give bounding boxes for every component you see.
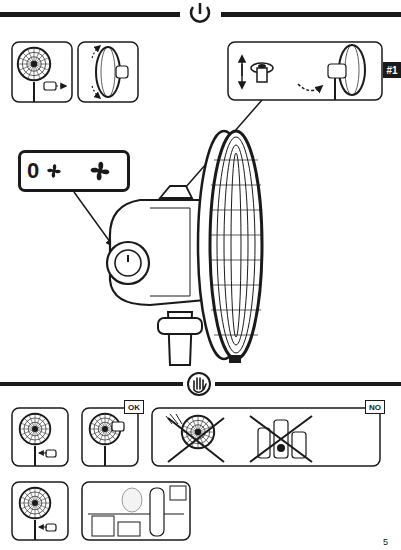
grill-ring xyxy=(217,137,255,353)
step-panel xyxy=(12,482,68,540)
motion-arrow xyxy=(56,85,66,86)
speed-icon-high xyxy=(91,162,110,181)
oscillation-knob xyxy=(257,68,267,82)
fan-stored xyxy=(150,488,164,536)
motion-arrow xyxy=(298,84,322,91)
grill-rib xyxy=(210,160,262,335)
speed-dial xyxy=(115,250,141,276)
step-panel xyxy=(82,482,190,540)
prohibit-cross xyxy=(168,418,224,462)
panel-frame xyxy=(82,482,190,540)
motor xyxy=(328,64,346,78)
hand xyxy=(116,66,128,78)
panel-frame xyxy=(228,42,382,100)
storage-box xyxy=(118,522,140,536)
plug xyxy=(46,524,56,531)
panel-frame xyxy=(12,42,72,102)
no-tag: NO xyxy=(365,400,385,414)
section-divider xyxy=(0,373,401,395)
fan-stored xyxy=(122,488,142,512)
fan-front xyxy=(18,48,50,80)
fan-pole xyxy=(104,446,106,466)
fan-pole xyxy=(33,82,35,102)
section-divider xyxy=(0,3,401,22)
grill-ring xyxy=(231,153,241,337)
fan-pole xyxy=(34,446,36,466)
motion-arrow xyxy=(39,527,47,528)
step-panel xyxy=(82,408,138,466)
speed-dial xyxy=(107,242,149,284)
step-panel xyxy=(12,408,68,466)
speed-setting-box: 0 xyxy=(18,150,130,192)
fan-front xyxy=(20,414,51,445)
panel-frame xyxy=(12,482,68,540)
ok-tag: OK xyxy=(124,400,144,414)
page-number: 5 xyxy=(383,537,388,547)
chemical-bottle xyxy=(292,432,306,458)
panel-frame xyxy=(78,42,138,102)
step-panel xyxy=(228,42,382,100)
grill-ring xyxy=(224,145,248,345)
speed-icon-low xyxy=(47,164,60,177)
node-text: #1 xyxy=(386,65,397,76)
step-panel xyxy=(12,42,72,102)
node-text: OK xyxy=(128,403,140,412)
fan-grill xyxy=(101,47,115,97)
divider-bar xyxy=(0,12,180,17)
motor-housing xyxy=(110,200,205,305)
fan-grill-front xyxy=(210,131,262,359)
leader-arrow xyxy=(74,192,113,246)
housing-line xyxy=(150,208,190,296)
divider-bar xyxy=(215,382,401,386)
care-icon xyxy=(194,378,206,392)
storage-box xyxy=(92,516,114,536)
knob-top xyxy=(258,64,266,68)
care-icon xyxy=(188,373,210,395)
panel-frame xyxy=(12,408,68,466)
storage-icon xyxy=(170,486,186,500)
prohibit-cross xyxy=(250,416,312,462)
motion-arrow xyxy=(92,46,100,58)
plug xyxy=(44,82,56,90)
node-text: 0 xyxy=(27,158,39,184)
panel-frame xyxy=(82,408,138,466)
fan-grill xyxy=(345,45,359,95)
node-text: NO xyxy=(369,403,381,412)
dial-pointer xyxy=(127,255,129,262)
prohibit-cross xyxy=(250,416,312,462)
motion-arrow xyxy=(241,64,242,88)
motion-arrow xyxy=(92,86,100,98)
motion-arrow xyxy=(39,453,47,454)
fan-pole xyxy=(334,78,336,100)
fan-main xyxy=(107,131,262,365)
panel-frame xyxy=(152,408,380,466)
cloth xyxy=(112,422,124,431)
grill-clip xyxy=(229,355,241,363)
step-panel xyxy=(78,42,138,102)
oscillation-knob xyxy=(160,186,192,198)
divider-bar xyxy=(221,12,401,17)
divider-bar xyxy=(0,382,183,386)
pole-clamp xyxy=(158,318,202,334)
power-icon xyxy=(199,3,202,14)
plug xyxy=(46,450,56,457)
fan-front xyxy=(20,488,51,519)
step-panel xyxy=(152,408,380,466)
fan-pole xyxy=(34,520,36,540)
hazard-symbol xyxy=(277,444,285,452)
shelf xyxy=(88,513,184,514)
prohibit-cross xyxy=(168,418,224,462)
page-tab: #1 xyxy=(383,62,401,78)
